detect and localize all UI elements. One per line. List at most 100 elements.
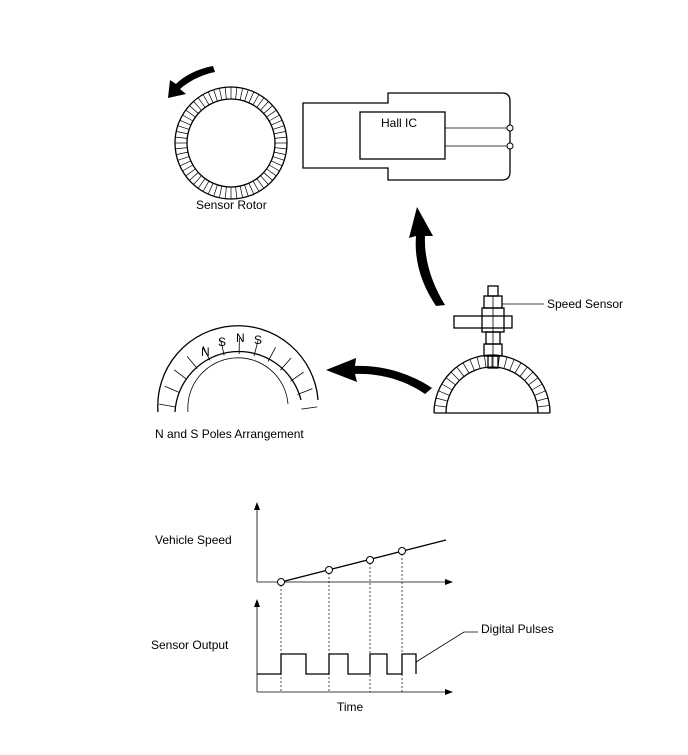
tooth-mark xyxy=(274,136,287,139)
tooth-mark xyxy=(503,356,508,369)
timing-chart xyxy=(254,502,453,695)
pole-label-n2: N xyxy=(236,331,245,345)
hall-ic-chip xyxy=(359,111,446,160)
vehicle-speed-line xyxy=(280,539,447,583)
tooth-mark xyxy=(244,89,249,102)
digital-pulses-label: Digital Pulses xyxy=(481,622,554,636)
tooth-mark xyxy=(273,131,286,135)
tooth-mark xyxy=(239,88,243,101)
tooth-mark xyxy=(202,94,210,106)
tooth-mark xyxy=(528,377,539,386)
tooth-mark xyxy=(273,151,286,155)
tooth-mark xyxy=(252,180,260,192)
tooth-mark xyxy=(207,183,214,195)
tooth-mark xyxy=(434,405,447,408)
tooth-mark xyxy=(280,357,292,371)
tooth-mark xyxy=(224,87,227,100)
tooth-mark xyxy=(537,405,550,408)
tooth-mark xyxy=(224,186,227,199)
tooth-mark xyxy=(435,397,448,402)
left-arrow-icon xyxy=(326,358,432,394)
tooth-mark xyxy=(189,105,199,114)
tooth-mark xyxy=(177,125,190,130)
rotation-arrow-icon xyxy=(168,66,215,98)
tooth-mark xyxy=(256,178,265,189)
tooth-mark xyxy=(450,371,460,381)
tooth-mark xyxy=(248,91,255,103)
tooth-mark xyxy=(193,101,202,111)
tooth-mark xyxy=(239,185,243,198)
speed-point xyxy=(325,566,333,574)
tooth-mark xyxy=(179,119,191,126)
tooth-mark xyxy=(260,175,269,185)
speed-point xyxy=(398,547,406,555)
tooth-mark xyxy=(268,164,280,172)
sensor-output-label: Sensor Output xyxy=(151,638,229,652)
tooth-mark xyxy=(536,397,549,402)
tooth-mark xyxy=(297,388,313,395)
tooth-mark xyxy=(179,160,191,167)
tooth-mark xyxy=(271,160,283,167)
tooth-mark xyxy=(189,172,199,181)
tooth-mark xyxy=(164,385,180,393)
tooth-mark xyxy=(248,183,255,195)
terminal-icon xyxy=(506,142,514,150)
poles-arrangement-label: N and S Poles Arrangement xyxy=(155,427,304,441)
tooth-mark xyxy=(182,164,194,172)
tooth-mark xyxy=(219,185,223,198)
tooth-mark xyxy=(272,125,285,130)
tooth-mark xyxy=(185,168,196,177)
tooth-mark xyxy=(266,168,277,177)
tooth-mark xyxy=(213,89,218,102)
tooth-mark xyxy=(186,356,198,369)
tooth-mark xyxy=(290,371,304,382)
tooth-mark xyxy=(476,356,481,369)
tooth-mark xyxy=(253,340,259,357)
tooth-mark xyxy=(182,114,194,122)
sensor-rotor-teeth xyxy=(175,87,287,199)
tooth-mark xyxy=(519,366,528,377)
speed-sensor-assembly xyxy=(433,285,551,414)
tooth-mark xyxy=(185,109,196,118)
tooth-mark xyxy=(509,359,515,371)
speed-point xyxy=(277,578,285,586)
sensor-rotor xyxy=(174,86,288,200)
tooth-mark xyxy=(235,87,238,100)
tooth-mark xyxy=(193,175,202,185)
speed-sensor-label: Speed Sensor xyxy=(547,297,623,311)
tooth-mark xyxy=(177,156,190,161)
tooth-mark xyxy=(260,101,269,111)
tooth-mark xyxy=(219,88,223,101)
time-axis-label: Time xyxy=(337,700,364,714)
tooth-mark xyxy=(235,186,238,199)
tooth-mark xyxy=(445,377,456,386)
tooth-mark xyxy=(197,178,206,189)
half-rotor-teeth xyxy=(434,355,550,414)
pole-segments xyxy=(159,338,318,410)
tooth-mark xyxy=(441,383,453,391)
tooth-mark xyxy=(534,390,546,396)
up-arrow-icon xyxy=(409,207,445,306)
tooth-mark xyxy=(207,91,214,103)
hall-ic-label: Hall IC xyxy=(381,116,417,130)
tooth-mark xyxy=(274,147,287,150)
tooth-mark xyxy=(531,383,543,391)
tooth-mark xyxy=(469,359,475,371)
tooth-mark xyxy=(267,347,276,362)
tooth-mark xyxy=(173,369,188,380)
tooth-mark xyxy=(514,362,522,374)
tooth-mark xyxy=(484,355,487,368)
sensor-bracket xyxy=(453,315,513,329)
tooth-mark xyxy=(268,114,280,122)
terminal-icon xyxy=(506,124,514,132)
tooth-mark xyxy=(197,97,206,108)
tooth-mark xyxy=(175,147,188,150)
pole-label-s1: S xyxy=(218,335,226,349)
tooth-mark xyxy=(456,366,465,377)
tooth-mark xyxy=(272,156,285,161)
tooth-mark xyxy=(252,94,260,106)
tooth-mark xyxy=(244,184,249,197)
pole-label-s2: S xyxy=(254,333,262,347)
tooth-mark xyxy=(271,119,283,126)
